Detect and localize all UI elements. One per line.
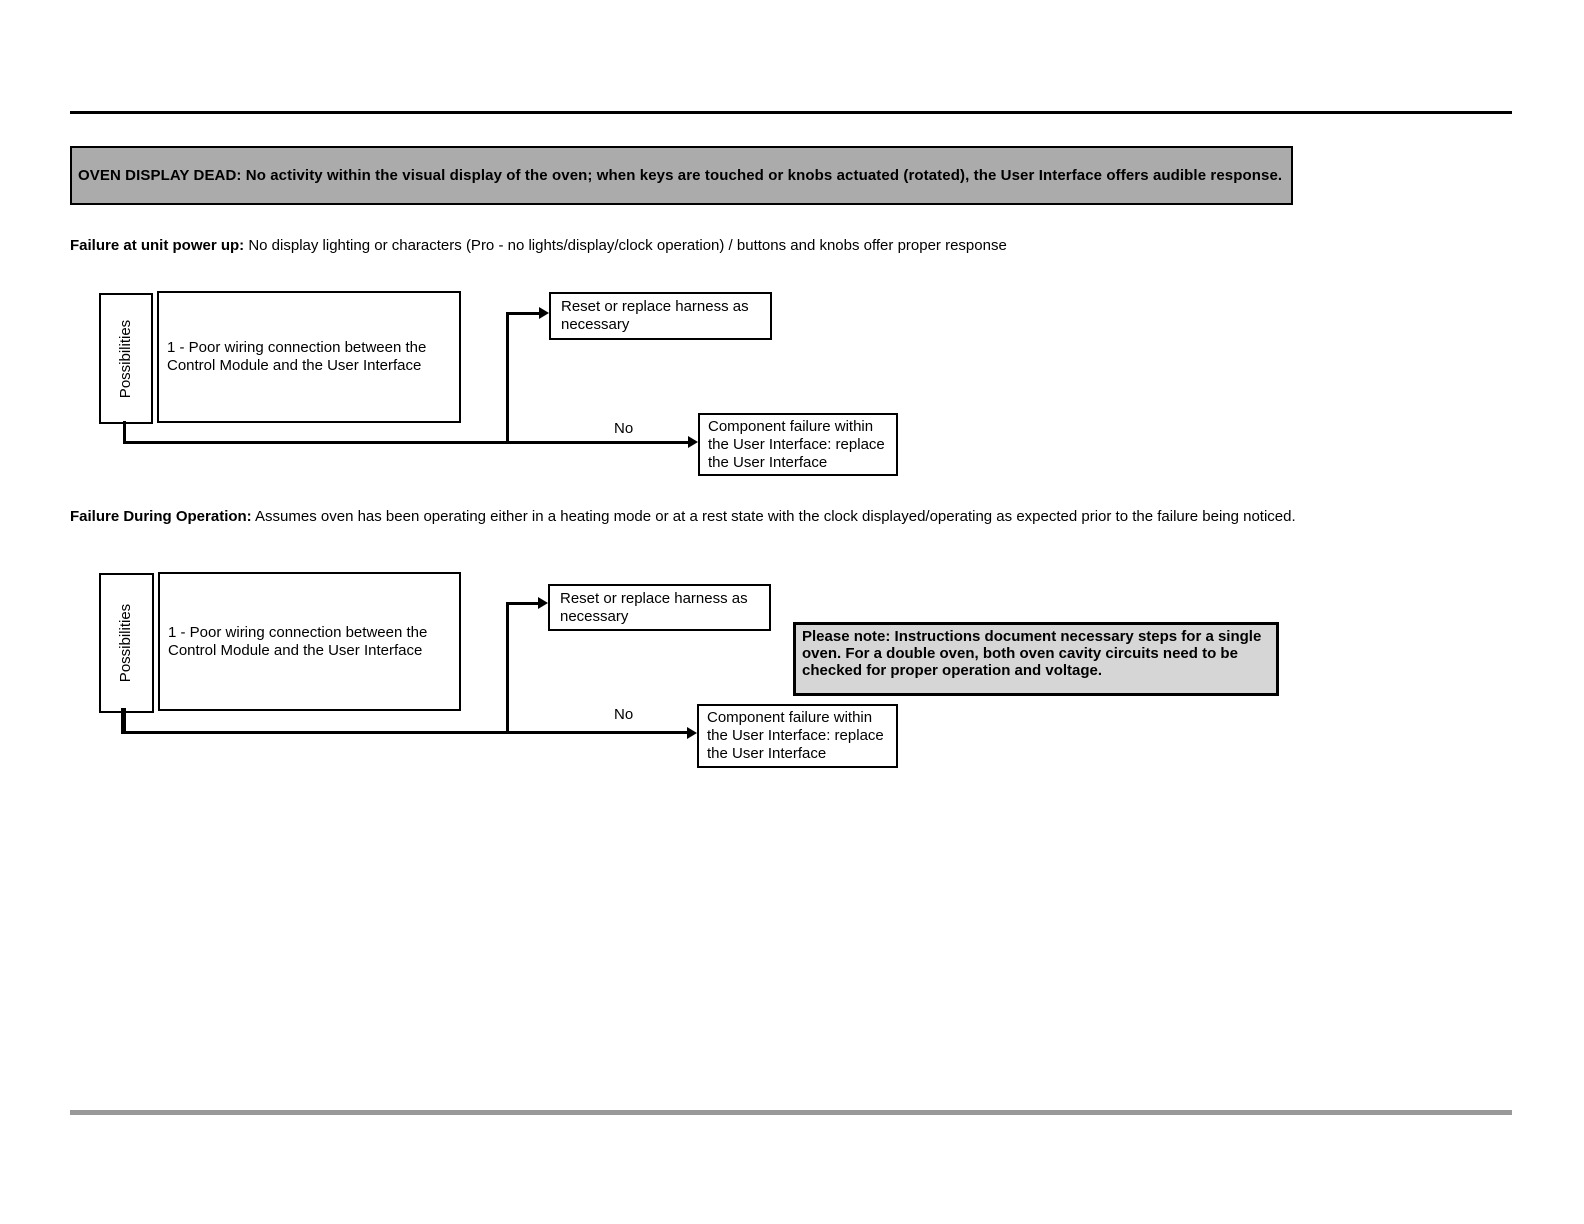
no-branch-label-1: No bbox=[614, 420, 634, 437]
connector-branch-vertical-2 bbox=[506, 602, 509, 734]
possibilities-label-1: Possibilities bbox=[117, 319, 134, 398]
bottom-divider bbox=[70, 1110, 1512, 1115]
harness-outcome-box-2: Reset or replace harness as necessary bbox=[548, 584, 771, 631]
cause-text-1: 1 - Poor wiring connection between the C… bbox=[167, 339, 427, 374]
fault-title-banner: OVEN DISPLAY DEAD: No activity within th… bbox=[70, 146, 1293, 205]
connector-main-2 bbox=[121, 731, 687, 734]
connector-branch-horizontal-2 bbox=[506, 602, 539, 605]
cause-box-2: 1 - Poor wiring connection between the C… bbox=[158, 572, 461, 711]
section-heading-during-operation-rest: Assumes oven has been operating either i… bbox=[251, 508, 1296, 525]
harness-outcome-box-1: Reset or replace harness as necessary bbox=[549, 292, 772, 340]
fault-title-text: OVEN DISPLAY DEAD: No activity within th… bbox=[78, 167, 1283, 184]
section-heading-during-operation-bold: Failure During Operation: bbox=[70, 508, 252, 525]
component-outcome-box-1: Component failure within the User Interf… bbox=[698, 413, 898, 476]
connector-main-1 bbox=[123, 441, 688, 444]
arrowhead-to-component-1 bbox=[688, 436, 698, 448]
section-heading-power-up: Failure at unit power up: No display lig… bbox=[70, 237, 1007, 254]
arrowhead-to-component-2 bbox=[687, 727, 697, 739]
section-heading-during-operation: Failure During Operation: Assumes oven h… bbox=[70, 508, 1296, 525]
no-branch-label-2: No bbox=[614, 706, 634, 723]
please-note-box: Please note: Instructions document neces… bbox=[793, 622, 1279, 696]
arrowhead-to-harness-2 bbox=[538, 597, 548, 609]
connector-stub-1 bbox=[123, 421, 126, 443]
component-outcome-box-2: Component failure within the User Interf… bbox=[697, 704, 898, 768]
connector-branch-vertical-1 bbox=[506, 312, 509, 444]
top-divider bbox=[70, 111, 1512, 114]
possibilities-label-2: Possibilities bbox=[117, 603, 135, 683]
cause-text-2: 1 - Poor wiring connection between the C… bbox=[168, 623, 428, 659]
arrowhead-to-harness-1 bbox=[539, 307, 549, 319]
connector-branch-horizontal-1 bbox=[506, 312, 539, 315]
section-heading-power-up-rest: No display lighting or characters (Pro -… bbox=[244, 237, 1007, 254]
section-heading-power-up-bold: Failure at unit power up: bbox=[70, 237, 245, 254]
cause-box-1: 1 - Poor wiring connection between the C… bbox=[157, 291, 461, 423]
possibilities-box-1: Possibilities bbox=[99, 293, 153, 424]
connector-stub-2 bbox=[121, 708, 126, 734]
possibilities-box-2: Possibilities bbox=[99, 573, 154, 713]
